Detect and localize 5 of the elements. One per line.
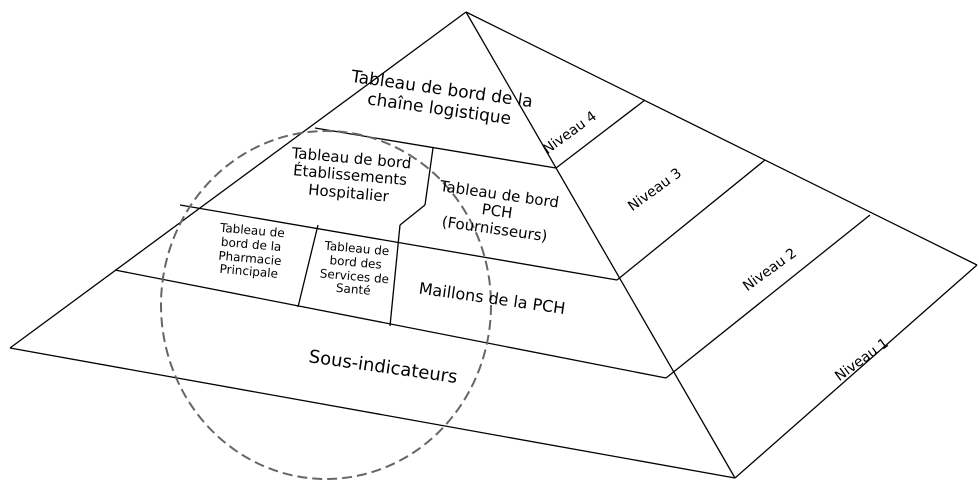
pyramid-section-label: Tableau de bord des Services de Santé	[314, 239, 396, 301]
pyramid-tier-label: Tableau de bord de la chaîne logistique	[340, 67, 540, 133]
pyramid-section-label: Tableau de bord Établissements Hospitalier	[278, 144, 422, 208]
pyramid-section-label: Tableau de bord de la Pharmacie Principale	[200, 220, 300, 284]
pyramid-section-label: Maillons de la PCH	[402, 277, 582, 321]
